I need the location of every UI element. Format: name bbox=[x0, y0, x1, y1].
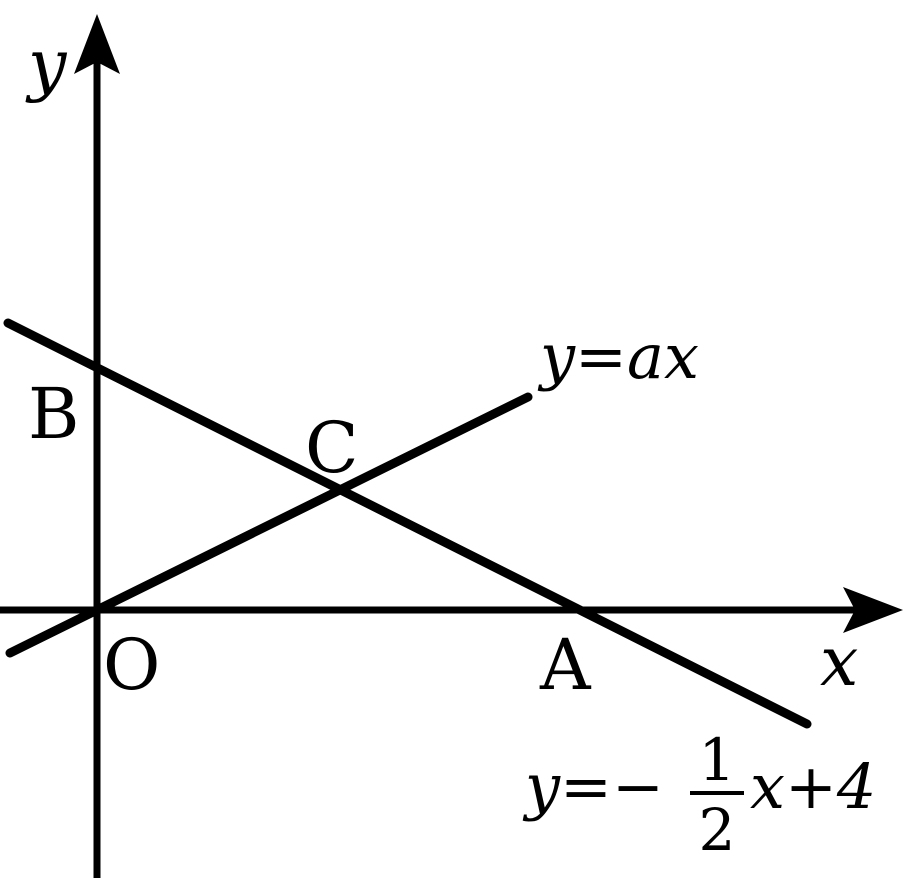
fraction-denominator: 2 bbox=[699, 796, 736, 864]
x-axis-label: x bbox=[820, 623, 858, 702]
point-b-label: B bbox=[28, 373, 79, 455]
equation-decreasing: y=− 1 2 x+4 bbox=[522, 726, 876, 864]
point-c-label: C bbox=[305, 407, 359, 489]
svg-text:y=−: y=− bbox=[522, 750, 664, 823]
svg-text:x+4: x+4 bbox=[750, 750, 876, 823]
line-decreasing bbox=[3, 318, 812, 729]
y-axis-arrowhead bbox=[74, 14, 120, 74]
y-axis-label: y bbox=[25, 26, 68, 105]
origin-label: O bbox=[103, 624, 160, 706]
point-a-label: A bbox=[539, 624, 592, 706]
equation-ax: y=ax bbox=[537, 320, 699, 393]
line-ax bbox=[5, 392, 533, 658]
equation-tail: x+4 bbox=[750, 750, 876, 823]
x-axis-arrowhead bbox=[843, 587, 903, 633]
fraction-numerator: 1 bbox=[699, 726, 736, 794]
